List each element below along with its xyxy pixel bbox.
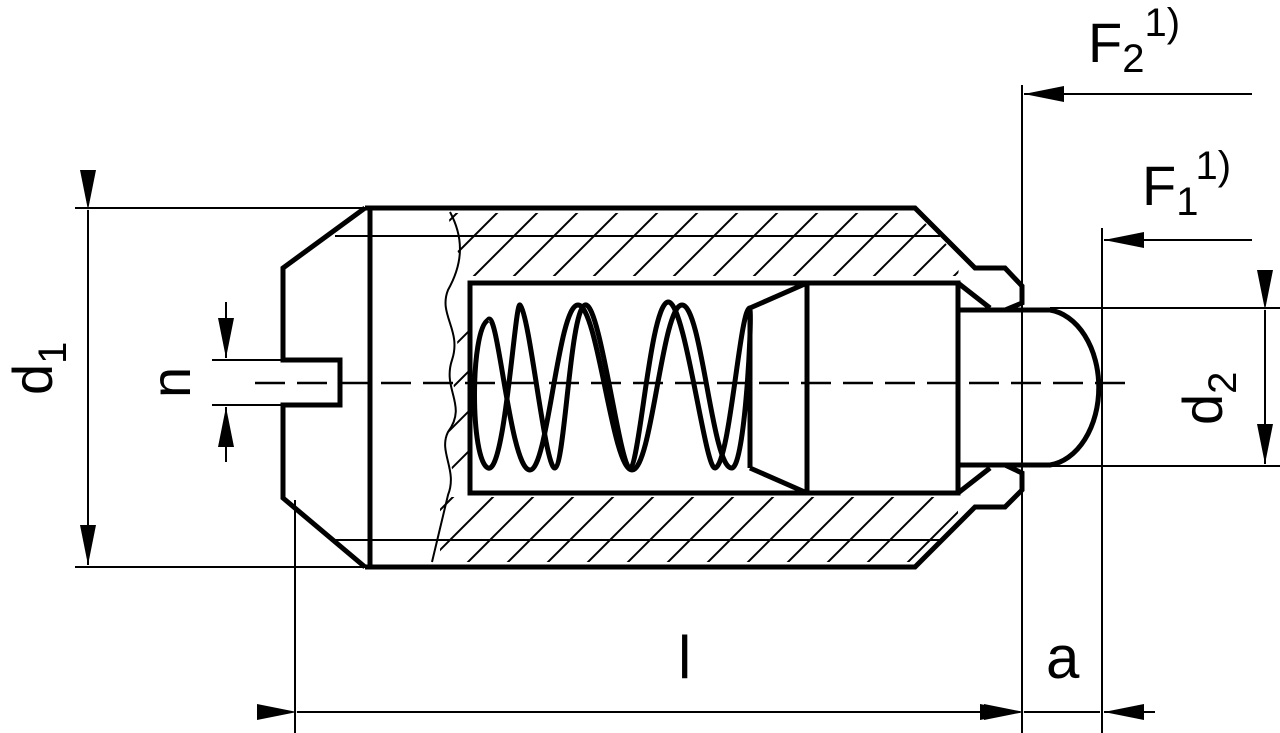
hatch-line <box>440 497 461 562</box>
hatch-line <box>499 497 581 562</box>
hatch-line <box>459 497 541 562</box>
hatch-line <box>448 213 511 276</box>
svg-text:F21): F21) <box>1088 1 1180 81</box>
a-label: a <box>1046 624 1080 691</box>
hatch-line <box>980 490 1060 570</box>
svg-text:d2: d2 <box>1171 372 1245 425</box>
hatch-line <box>459 213 551 276</box>
dimension-a: a <box>984 624 1155 720</box>
force-f1: F11) <box>1104 144 1252 248</box>
svg-text:d1: d1 <box>1 342 75 395</box>
spring <box>472 280 809 496</box>
f1-sub: 1 <box>1176 180 1197 224</box>
section-hatching <box>448 200 1070 290</box>
force-f2: F21) <box>1024 1 1252 102</box>
hatch-line <box>539 497 621 562</box>
hatch-line <box>980 200 1070 290</box>
hatch-line <box>699 213 791 276</box>
f2-sub: 2 <box>1122 37 1144 81</box>
hatch-line <box>445 216 470 490</box>
hatch-line <box>499 213 591 276</box>
hatch-line <box>859 213 951 276</box>
hatch-line <box>939 213 960 276</box>
f1-label: F <box>1142 154 1176 217</box>
hatch-line <box>448 213 471 276</box>
hatch-line <box>899 213 960 276</box>
d1-label: d <box>1 364 64 395</box>
hatch-line <box>779 497 861 562</box>
dimension-n: n <box>139 302 340 462</box>
hatch-line <box>819 497 901 562</box>
f2-label: F <box>1088 11 1122 74</box>
hatch-line <box>619 213 711 276</box>
d1-sub: 1 <box>31 342 75 364</box>
hatch-line <box>779 213 871 276</box>
hatch-line <box>619 497 701 562</box>
hatch-line <box>739 497 821 562</box>
pressure-pin <box>957 307 1102 468</box>
hatch-line <box>539 213 631 276</box>
dimension-l: l <box>257 624 1020 720</box>
l-label: l <box>678 624 691 691</box>
hatch-line <box>579 213 671 276</box>
hatch-line <box>819 213 911 276</box>
hatch-line <box>659 497 741 562</box>
dimension-d2: d2 <box>1050 270 1280 467</box>
svg-text:F11): F11) <box>1142 144 1231 224</box>
d2-label: d <box>1171 394 1234 425</box>
hatch-line <box>579 497 661 562</box>
hatch-line <box>440 497 501 562</box>
hatch-line <box>899 497 958 562</box>
f1-sup: 1) <box>1196 144 1232 188</box>
hatch-line <box>859 497 941 562</box>
n-label: n <box>139 367 202 398</box>
f2-sup: 1) <box>1144 1 1180 45</box>
d2-sub: 2 <box>1201 372 1245 394</box>
hatch-line <box>699 497 781 562</box>
hatch-line <box>739 213 831 276</box>
dimension-d1: d1 <box>1 170 365 568</box>
hatch-line <box>659 213 751 276</box>
body-outline <box>280 205 1025 570</box>
